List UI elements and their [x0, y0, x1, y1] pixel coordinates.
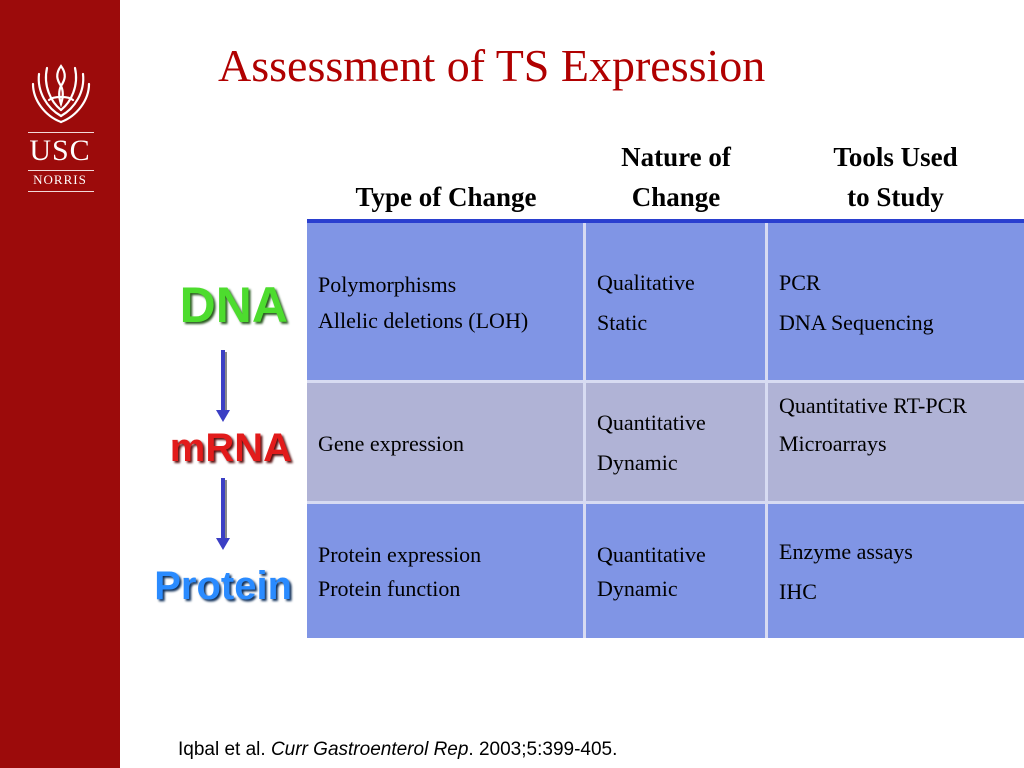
citation: Iqbal et al. Curr Gastroenterol Rep. 200…	[178, 738, 617, 762]
header-rule	[307, 219, 1024, 223]
table-cell-tools-used: Enzyme assays IHC	[779, 539, 913, 604]
logo-divider	[28, 170, 94, 171]
protein-label: Protein	[154, 564, 292, 608]
citation-details: . 2003;5:399-405.	[468, 739, 618, 760]
dna-label: DNA	[179, 277, 288, 333]
hands-flame-icon	[31, 64, 91, 124]
column-divider	[765, 223, 768, 638]
column-header-nature-of-change: Nature of Change	[621, 142, 731, 212]
row-divider	[307, 380, 1024, 383]
table-cell-nature-of-change: Quantitative Dynamic	[597, 410, 706, 475]
citation-journal: Curr Gastroenterol Rep	[270, 739, 469, 760]
mrna-label: mRNA	[169, 426, 292, 470]
table-row	[307, 503, 1024, 638]
arrow-down-icon	[216, 478, 230, 550]
logo-divider	[28, 191, 94, 192]
logo-norris-text: NORRIS	[33, 172, 87, 187]
column-header-type-of-change: Type of Change	[355, 182, 537, 212]
logo-divider	[28, 132, 94, 133]
column-header-tools-used: Tools Used to Study	[833, 142, 958, 212]
table-row	[307, 223, 1024, 382]
slide-title: Assessment of TS Expression	[218, 40, 766, 91]
logo-usc-text: USC	[29, 134, 91, 167]
table-cell-type-of-change: Polymorphisms Allelic deletions (LOH)	[318, 272, 529, 333]
table-cell-tools-used: PCR DNA Sequencing	[779, 270, 934, 335]
column-divider	[583, 223, 586, 638]
table-cell-nature-of-change: Quantitative Dynamic	[597, 542, 706, 601]
row-divider	[307, 501, 1024, 504]
table-cell-type-of-change: Gene expression	[318, 431, 465, 456]
citation-authors: Iqbal et al.	[178, 739, 266, 760]
table-cell-nature-of-change: Qualitative Static	[597, 270, 695, 335]
table-cell-type-of-change: Protein expression Protein function	[318, 542, 482, 601]
table-row	[307, 382, 1024, 503]
table-cell-tools-used: Quantitative RT-PCR Microarrays	[779, 393, 967, 456]
sidebar-band: USC NORRIS	[0, 0, 120, 768]
arrow-down-icon	[216, 350, 230, 422]
